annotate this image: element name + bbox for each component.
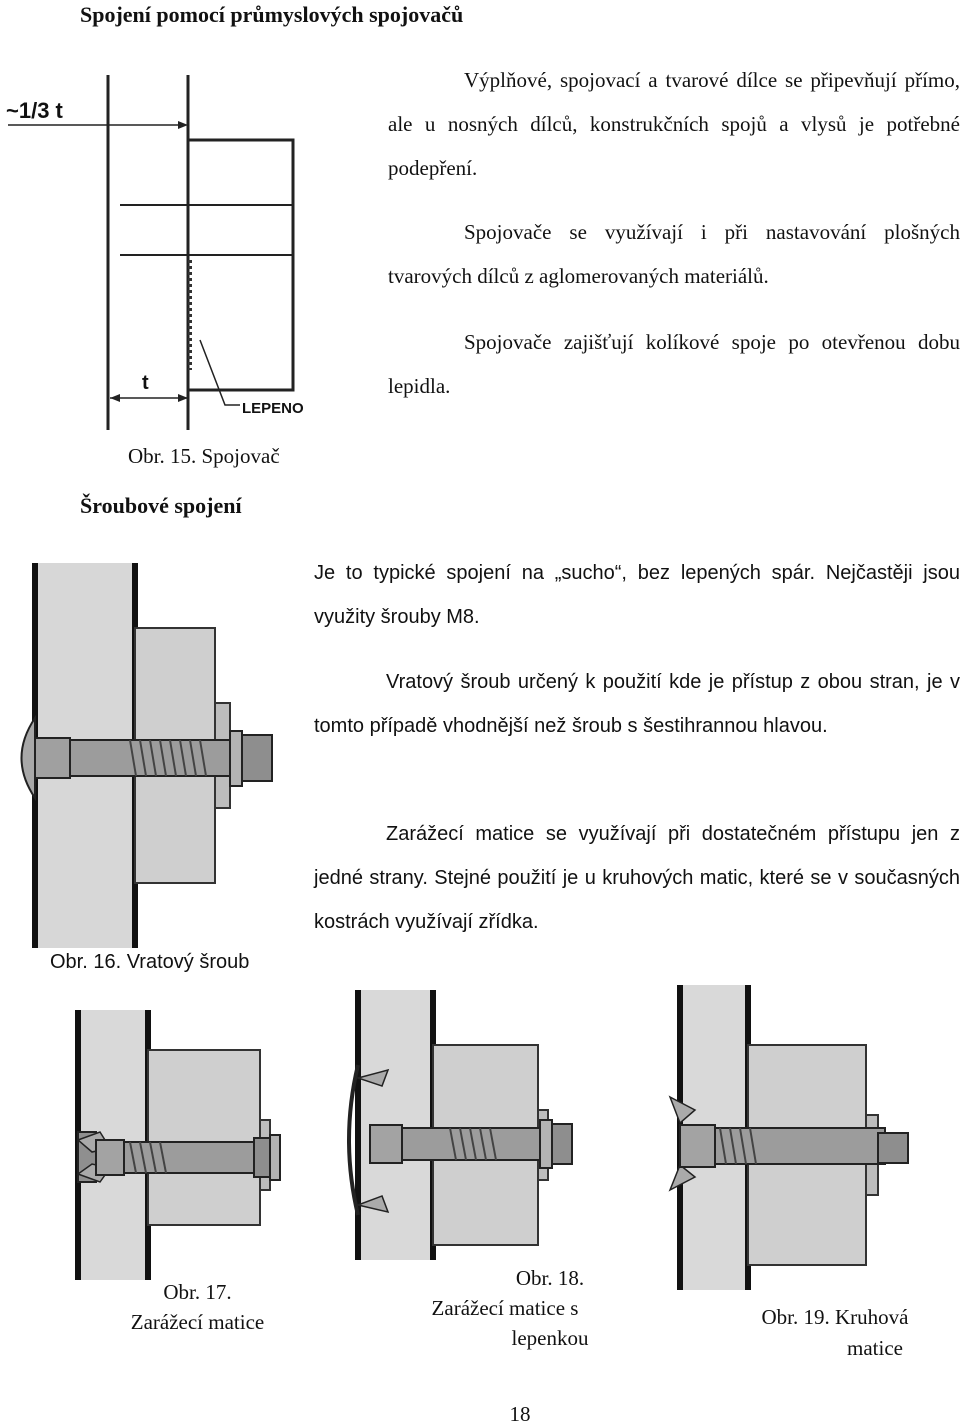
figure-17-caption-line-2: Zarážecí matice (130, 1310, 265, 1334)
figure-18-caption-line-1: Obr. 18. (515, 1266, 585, 1290)
figure-19-caption-line-1: Obr. 19. Kruhová (761, 1305, 909, 1329)
figure-15-label-third: ~1/3 t (6, 98, 63, 123)
intro-paragraph-3: Spojovače zajišťují kolíkové spoje po ot… (388, 330, 960, 398)
page-number: 18 (509, 1402, 531, 1426)
figure-15-connector-diagram (8, 75, 295, 430)
figure-15-label-glued: LEPENO (242, 400, 304, 417)
figure-15-caption: Obr. 15. Spojovač (128, 444, 280, 468)
subsection-title: Šroubové spojení (80, 493, 242, 518)
figure-19-round-nut-illustration (668, 985, 909, 1290)
section-title: Spojení pomocí průmyslových spojovačů (80, 2, 464, 27)
figure-16-carriage-bolt-illustration (20, 563, 273, 948)
figure-17-caption-line-1: Obr. 17. (163, 1280, 232, 1304)
figure-18-caption-line-3: lepenkou (511, 1326, 589, 1350)
figure-19-caption-line-2: matice (847, 1336, 903, 1360)
screw-paragraph-2: Vratový šroub určený k použití kde je př… (314, 671, 960, 737)
figure-18-tee-nut-washer-illustration (347, 990, 573, 1260)
intro-paragraph-1: Výplňové, spojovací a tvarové dílce se p… (388, 68, 960, 180)
screw-paragraph-3: Zarážecí matice se využívají při dostate… (314, 823, 960, 933)
figure-15-label-t: t (142, 372, 149, 394)
screw-paragraph-1: Je to typické spojení na „sucho“, bez le… (314, 562, 960, 628)
figure-16-caption: Obr. 16. Vratový šroub (50, 951, 250, 973)
figure-17-tee-nut-illustration (75, 1010, 281, 1280)
figure-18-caption-line-2: Zarážecí matice s (431, 1296, 579, 1320)
intro-paragraph-2: Spojovače se využívají i při nastavování… (388, 220, 960, 288)
